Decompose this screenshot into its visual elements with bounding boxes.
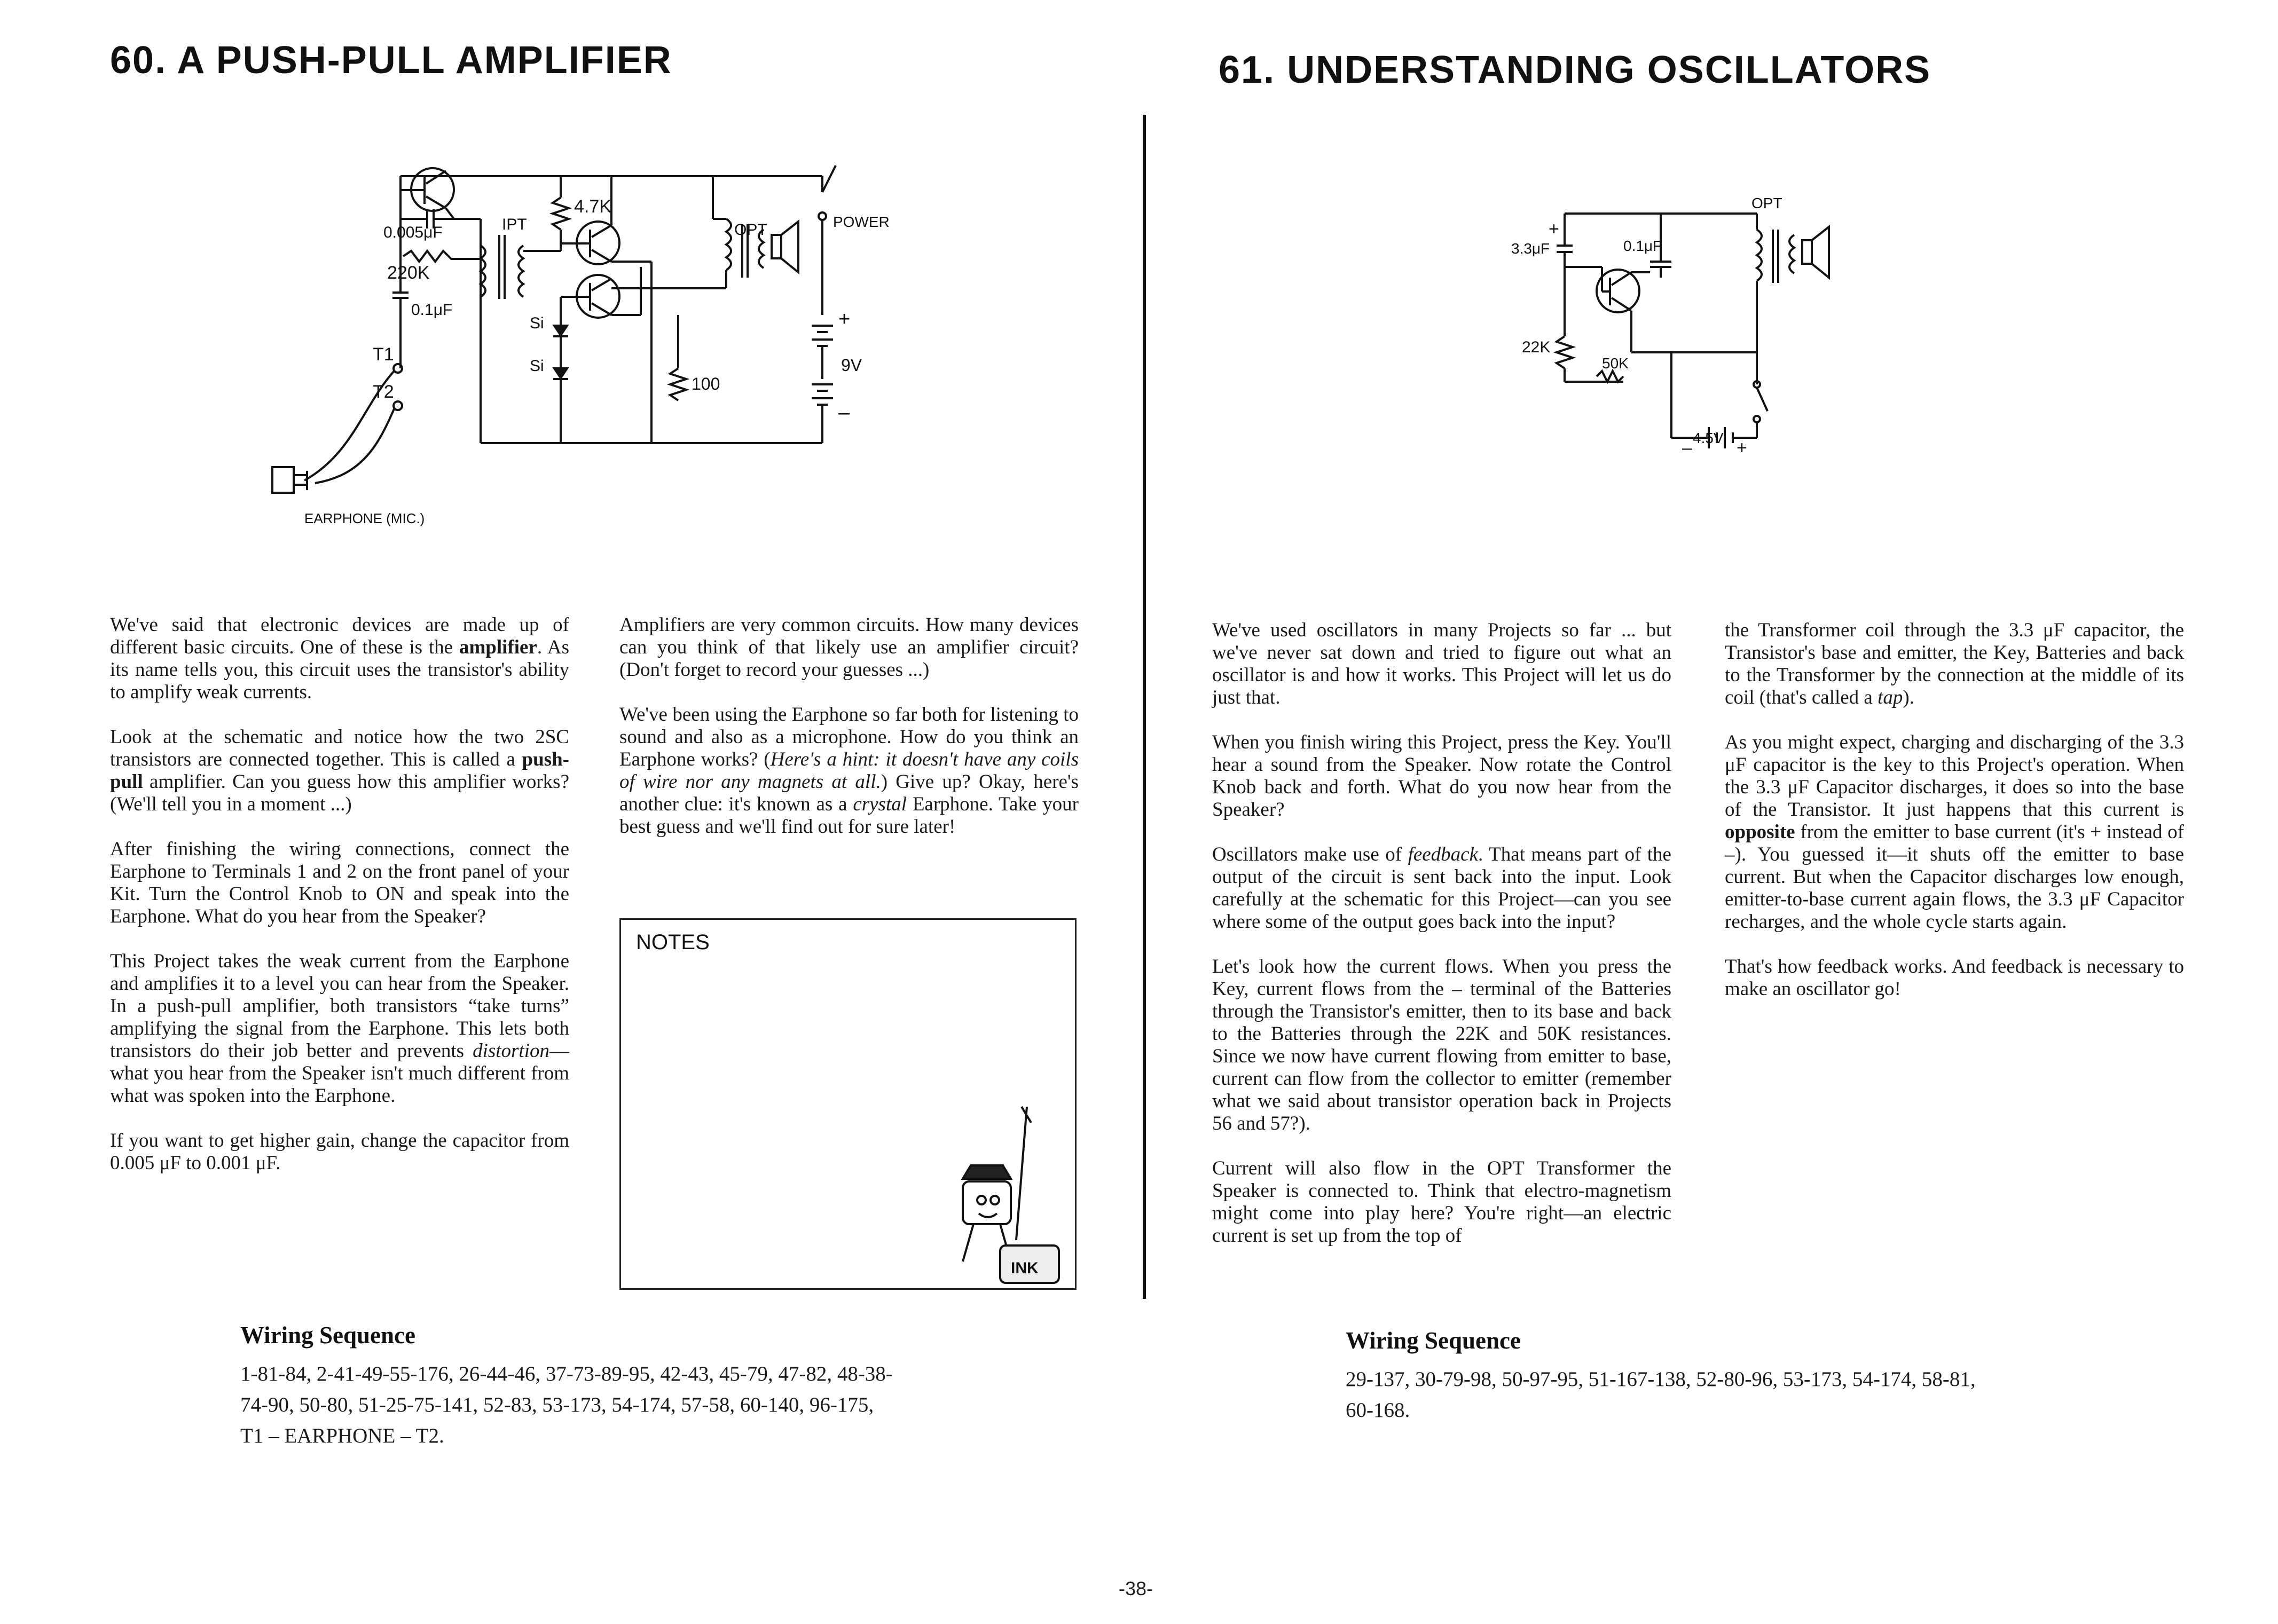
page-number: -38- (1119, 1578, 1153, 1599)
oscillator-schematic: 3.3μF 0.1μF OPT 22K 50K 4.5V + + – (1511, 195, 1830, 458)
opt-label: OPT (734, 221, 767, 239)
right-col2-paragraph-3: That's how feedback works. And feedback … (1725, 956, 2184, 1000)
battery-minus-label: – (838, 401, 850, 424)
left-paragraph-1: We've said that electronic devices are m… (110, 614, 570, 703)
ink-label: INK (1011, 1259, 1039, 1277)
res-50k-label: 50K (1602, 355, 1629, 372)
cap-0005-label: 0.005μF (383, 224, 443, 241)
earphone-label: EARPHONE (MIC.) (304, 510, 425, 526)
right-column-2: the Transformer coil through the 3.3 μF … (1725, 619, 2184, 1023)
left-column-1: We've said that electronic devices are m… (110, 614, 569, 1197)
terminal-t2-label: T2 (373, 382, 394, 402)
diode-si-label-2: Si (530, 357, 544, 375)
diode-si-label-1: Si (530, 314, 544, 332)
left-paragraph-4: This Project takes the weak current from… (110, 950, 569, 1107)
battery-45v-label: 4.5V (1693, 430, 1724, 446)
res-100-label: 100 (692, 374, 720, 393)
left-column-2: Amplifiers are very common circuits. How… (619, 614, 1079, 861)
cap-01-label: 0.1μF (411, 301, 452, 319)
right-paragraph-3: Oscillators make use of feedback. That m… (1212, 843, 1671, 933)
right-wiring-sequence: 29-137, 30-79-98, 50-97-95, 51-167-138, … (1346, 1368, 1976, 1422)
left-wiring-title: Wiring Sequence (240, 1322, 415, 1349)
battery-plus-right-label: + (1737, 438, 1747, 458)
push-pull-amplifier-schematic: 0.005μF 220K 0.1μF 4.7K IPT OPT POWER Si… (271, 165, 890, 526)
cap-plus-label: + (1549, 219, 1559, 239)
left-col2-paragraph-2: We've been using the Earphone so far bot… (619, 704, 1079, 838)
battery-9v-label: 9V (841, 356, 862, 375)
left-wiring-sequence: 1-81-84, 2-41-49-55-176, 26-44-46, 37-73… (240, 1362, 893, 1447)
left-col2-paragraph-1: Amplifiers are very common circuits. How… (619, 614, 1079, 681)
notes-box[interactable]: NOTES INK (619, 918, 1077, 1290)
page-divider (1143, 115, 1146, 1299)
opt-right-label: OPT (1751, 195, 1782, 211)
ink-bottle-mascot-icon: INK (961, 1106, 1060, 1284)
right-paragraph-1: We've used oscillators in many Projects … (1212, 619, 1671, 708)
right-wiring-title: Wiring Sequence (1346, 1327, 1521, 1354)
right-column-1: We've used oscillators in many Projects … (1212, 619, 1671, 1270)
left-page-title: 60. A PUSH-PULL AMPLIFIER (110, 39, 672, 82)
cap-33-label: 3.3μF (1511, 240, 1550, 257)
cap-01-right-label: 0.1μF (1623, 238, 1662, 254)
right-col2-paragraph-1: the Transformer coil through the 3.3 μF … (1725, 619, 2184, 708)
right-paragraph-5: Current will also flow in the OPT Transf… (1212, 1157, 1671, 1247)
right-paragraph-2: When you finish wiring this Project, pre… (1212, 731, 1671, 821)
res-22k-label: 22K (1522, 338, 1550, 356)
right-paragraph-4: Let's look how the current flows. When y… (1212, 956, 1671, 1134)
notes-label: NOTES (636, 931, 710, 954)
left-paragraph-3: After finishing the wiring connections, … (110, 838, 569, 927)
battery-minus-right-label: – (1682, 438, 1692, 458)
right-col2-paragraph-2: As you might expect, charging and discha… (1725, 731, 2184, 933)
res-220k-label: 220K (387, 263, 430, 283)
right-page-title: 61. UNDERSTANDING OSCILLATORS (1219, 49, 1931, 91)
left-paragraph-2: Look at the schematic and notice how the… (110, 726, 569, 815)
terminal-t1-label: T1 (373, 344, 394, 365)
res-47k-label: 4.7K (574, 196, 611, 217)
ipt-label: IPT (502, 216, 527, 233)
left-paragraph-5: If you want to get higher gain, change t… (110, 1130, 569, 1174)
battery-plus-label: + (838, 308, 850, 330)
power-label: POWER (833, 214, 890, 230)
